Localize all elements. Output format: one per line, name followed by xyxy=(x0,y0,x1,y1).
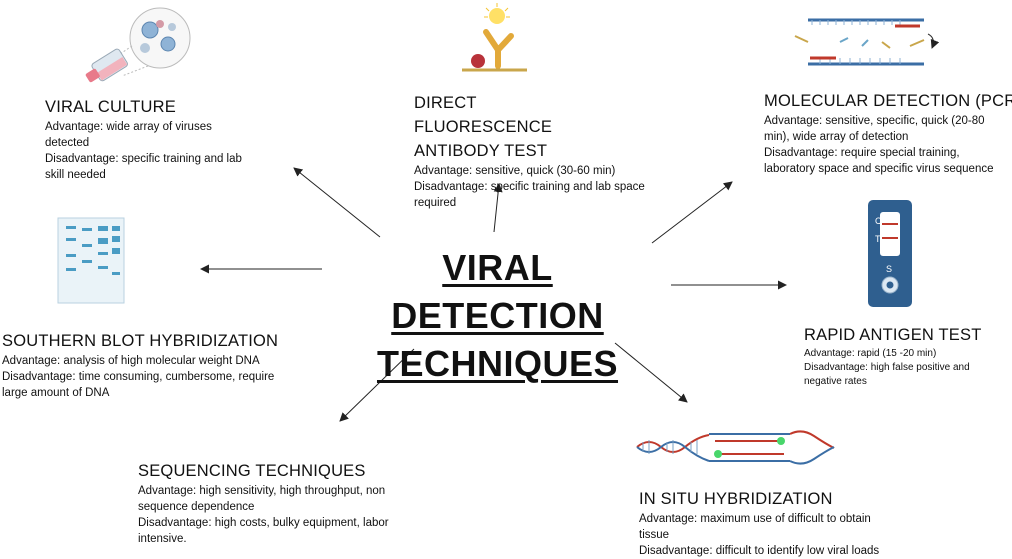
pcr-block: MOLECULAR DETECTION (PCR) Advantage: sen… xyxy=(764,90,1012,177)
sequencing-block: SEQUENCING TECHNIQUES Advantage: high se… xyxy=(138,460,400,547)
sequencing-advantage: Advantage: high sensitivity, high throug… xyxy=(138,485,386,513)
southern-blot-disadvantage: Disadvantage: time consuming, cumbersome… xyxy=(2,371,275,399)
in-situ-title: IN SITU HYBRIDIZATION xyxy=(639,490,833,508)
viral-culture-disadvantage: Disadvantage: specific training and lab … xyxy=(45,153,242,181)
rapid-test-cassette-icon: C T S xyxy=(868,200,912,307)
arrow-dfa xyxy=(493,183,503,233)
antibody-icon xyxy=(462,3,527,72)
pcr-icon xyxy=(794,18,940,66)
in-situ-advantage: Advantage: maximum use of difficult to o… xyxy=(639,513,871,541)
cassette-c-label: C xyxy=(875,216,882,226)
viral-culture-advantage: Advantage: wide array of viruses detecte… xyxy=(45,121,212,149)
central-title-line2: TECHNIQUES xyxy=(376,343,619,384)
rapid-antigen-title: RAPID ANTIGEN TEST xyxy=(804,326,982,344)
dfa-advantage: Advantage: sensitive, quick (30-60 min) xyxy=(414,165,616,177)
virus-culture-flask-icon xyxy=(85,7,191,83)
southern-blot-block: SOUTHERN BLOT HYBRIDIZATION Advantage: a… xyxy=(2,330,292,401)
sequencing-disadvantage: Disadvantage: high costs, bulky equipmen… xyxy=(138,517,389,545)
arrow-in-situ xyxy=(614,342,688,403)
dfa-disadvantage: Disadvantage: specific training and lab … xyxy=(414,181,645,209)
sequencing-title: SEQUENCING TECHNIQUES xyxy=(138,462,366,480)
dfa-block: DIRECT FLUORESCENCE ANTIBODY TEST Advant… xyxy=(414,91,654,211)
rapid-antigen-disadvantage: Disadvantage: high false positive and ne… xyxy=(804,362,970,387)
pcr-disadvantage: Disadvantage: require special training, … xyxy=(764,147,994,175)
viral-culture-title: VIRAL CULTURE xyxy=(45,98,176,116)
dfa-title: DIRECT FLUORESCENCE ANTIBODY TEST xyxy=(414,94,553,160)
arrow-sequencing xyxy=(339,348,415,422)
arrow-pcr xyxy=(651,181,733,244)
in-situ-block: IN SITU HYBRIDIZATION Advantage: maximum… xyxy=(639,488,899,559)
central-title: VIRAL DETECTION TECHNIQUES xyxy=(345,244,650,388)
in-situ-disadvantage: Disadvantage: difficult to identify low … xyxy=(639,545,880,557)
southern-blot-advantage: Advantage: analysis of high molecular we… xyxy=(2,355,260,367)
cassette-s-label: S xyxy=(886,264,892,274)
cassette-t-label: T xyxy=(875,234,881,244)
rapid-antigen-advantage: Advantage: rapid (15 -20 min) xyxy=(804,348,937,359)
arrow-viral-culture xyxy=(293,167,381,238)
dna-hybridization-icon xyxy=(636,430,835,465)
central-title-line1: VIRAL DETECTION xyxy=(391,247,604,336)
viral-culture-block: VIRAL CULTURE Advantage: wide array of v… xyxy=(45,96,255,183)
southern-blot-title: SOUTHERN BLOT HYBRIDIZATION xyxy=(2,332,279,350)
gel-blot-icon xyxy=(57,217,125,304)
rapid-antigen-block: RAPID ANTIGEN TEST Advantage: rapid (15 … xyxy=(804,324,989,389)
pcr-advantage: Advantage: sensitive, specific, quick (2… xyxy=(764,115,985,143)
pcr-title: MOLECULAR DETECTION (PCR) xyxy=(764,92,1012,110)
